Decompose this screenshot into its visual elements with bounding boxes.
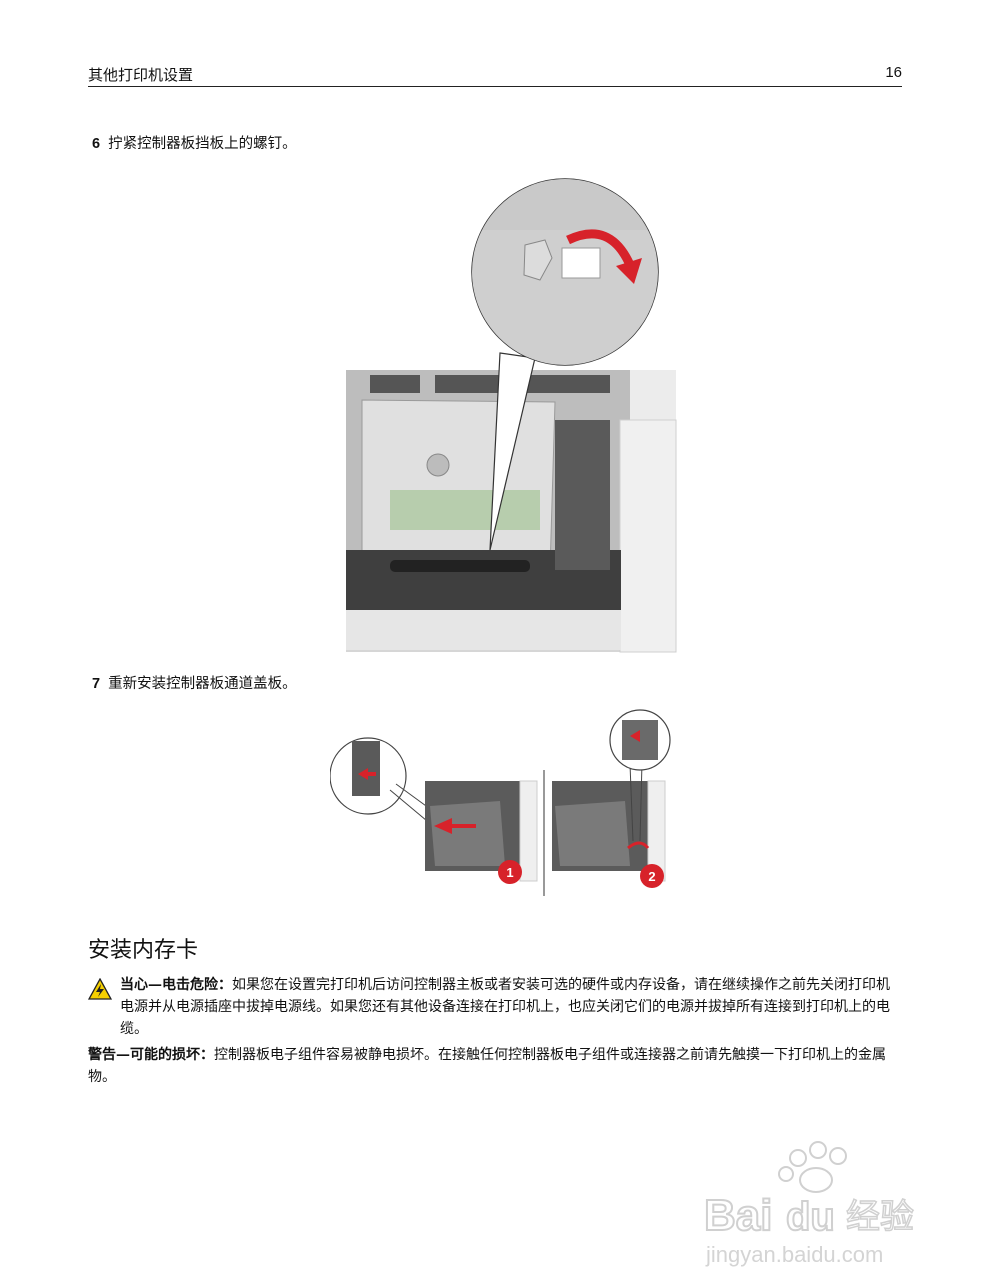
step-number: 6: [92, 136, 101, 152]
caution-label: 当心—电击危险：: [120, 977, 232, 993]
warning-label: 警告—可能的损坏：: [88, 1047, 214, 1063]
page-number: 16: [885, 64, 902, 81]
controller-shield-screw-illustration: [346, 178, 677, 653]
warning-notice: 警告—可能的损坏：控制器板电子组件容易被静电损坏。在接触任何控制器板电子组件或连…: [88, 1044, 902, 1088]
watermark-brand-du: du: [786, 1195, 835, 1239]
caution-text: 如果您在设置完打印机后访问控制器主板或者安装可选的硬件或内存设备，请在继续操作之…: [120, 977, 890, 1037]
header-title: 其他打印机设置: [88, 66, 194, 84]
page-header: 其他打印机设置 16: [88, 62, 902, 87]
step-text: 重新安装控制器板通道盖板。: [108, 676, 297, 692]
step-6: 6 拧紧控制器板挡板上的螺钉。: [92, 132, 297, 153]
access-cover-reinstall-illustration: 1 2: [330, 709, 671, 896]
baidu-jingyan-watermark: Bai du 经验 jingyan.baidu.com: [703, 1141, 915, 1267]
step-number: 7: [92, 676, 101, 692]
callout-1: 1: [506, 865, 513, 880]
warning-text: 控制器板电子组件容易被静电损坏。在接触任何控制器板电子组件或连接器之前请先触摸一…: [88, 1047, 886, 1085]
step-text: 拧紧控制器板挡板上的螺钉。: [108, 136, 297, 152]
watermark-brand: Bai: [704, 1191, 772, 1240]
watermark-cn: 经验: [846, 1197, 914, 1237]
step-7: 7 重新安装控制器板通道盖板。: [92, 672, 297, 693]
callout-2: 2: [648, 869, 655, 884]
caution-notice: 当心—电击危险：如果您在设置完打印机后访问控制器主板或者安装可选的硬件或内存设备…: [88, 974, 902, 1040]
electric-shock-warning-icon: [88, 978, 112, 1000]
section-title: 安装内存卡: [88, 938, 199, 963]
watermark-url: jingyan.baidu.com: [705, 1242, 883, 1267]
